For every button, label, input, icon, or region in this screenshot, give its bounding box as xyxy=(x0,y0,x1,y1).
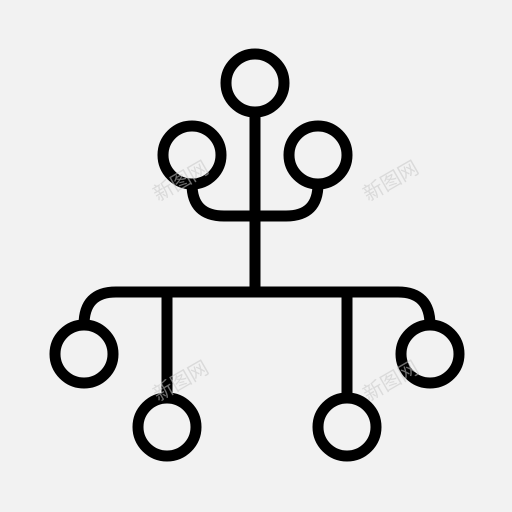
lower-left-inner-node xyxy=(132,392,202,462)
horizontal-branch-line xyxy=(78,286,436,331)
top-root-node xyxy=(220,48,290,118)
lower-right-outer-node xyxy=(395,319,465,389)
lower-left-outer-node xyxy=(49,319,119,389)
upper-connector-line xyxy=(186,178,324,222)
lower-right-inner-node xyxy=(312,392,382,462)
upper-right-node xyxy=(283,120,353,190)
